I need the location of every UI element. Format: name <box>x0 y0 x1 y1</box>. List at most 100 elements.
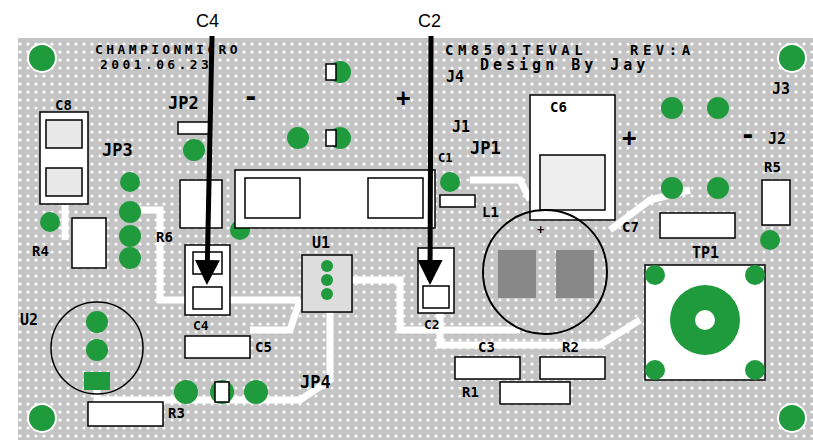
pad <box>645 360 665 380</box>
pad <box>745 265 765 285</box>
trace <box>440 300 640 345</box>
part-label: C7 <box>622 220 639 234</box>
connector-label: J1 <box>452 120 470 135</box>
pad <box>707 97 729 119</box>
pad <box>210 380 234 404</box>
pad-outline <box>215 382 229 402</box>
pad-outline <box>46 168 82 196</box>
part-label: TP1 <box>692 246 719 261</box>
part-label: R3 <box>168 406 185 420</box>
pads <box>40 61 780 404</box>
pad <box>119 201 141 223</box>
pad <box>661 97 683 119</box>
part-label: U1 <box>312 236 330 251</box>
capacitor-can <box>483 210 607 334</box>
polarity-mark: - <box>243 84 259 110</box>
callout-arrows <box>207 36 431 280</box>
switch-pad <box>670 285 740 355</box>
jumper-outline <box>178 122 210 134</box>
mounting-hole <box>778 404 806 432</box>
part-label: C2 <box>424 318 440 331</box>
regulator-outline <box>302 255 352 312</box>
connector-label: J4 <box>446 70 464 85</box>
callout-label: C2 <box>418 12 441 30</box>
pad-outline <box>540 155 605 210</box>
switch-hole <box>695 310 715 330</box>
inductor-outline <box>440 195 475 207</box>
transistor-outline <box>51 302 143 394</box>
pin <box>321 274 333 286</box>
board-name: CHAMPIONMICRO <box>95 43 241 56</box>
polarity-mark: + <box>537 224 544 236</box>
pad <box>707 177 729 199</box>
pad <box>183 139 205 161</box>
pad <box>86 339 108 361</box>
part-label: C4 <box>193 319 209 332</box>
switch-outline <box>645 265 765 380</box>
callout-label: C4 <box>196 12 219 30</box>
board-model: CM8501TEVAL <box>445 43 587 57</box>
part-label: R2 <box>562 340 579 354</box>
resistor-outline <box>762 180 790 225</box>
part-label: R5 <box>764 160 781 174</box>
board-date: 2001.06.23 <box>100 58 212 71</box>
resistor-outline <box>540 357 605 379</box>
pad <box>745 360 765 380</box>
pad-outline <box>193 287 222 309</box>
pad <box>498 250 536 298</box>
polarity-mark: + <box>396 86 410 110</box>
trace <box>470 180 530 200</box>
part-label: C8 <box>55 98 72 112</box>
polarity-mark: - <box>740 122 756 148</box>
pad <box>556 250 594 298</box>
pad <box>661 177 683 199</box>
component-outlines <box>40 64 790 426</box>
pad-outline <box>423 286 449 308</box>
part-label: C5 <box>255 340 272 354</box>
pad <box>119 247 141 269</box>
capacitor-outline <box>455 357 520 379</box>
component-details <box>51 210 765 394</box>
capacitor-outline <box>185 336 250 358</box>
pad-outline <box>245 178 300 218</box>
board <box>18 38 813 440</box>
pad <box>174 380 198 404</box>
mounting-hole <box>28 44 56 72</box>
pad-outline <box>368 178 423 218</box>
polarity-mark: + <box>622 126 636 150</box>
trace <box>352 280 520 330</box>
connector-label: J3 <box>772 82 790 97</box>
mounting-hole <box>778 44 806 72</box>
pad <box>40 212 60 232</box>
resistor-outline <box>180 180 222 228</box>
pad <box>287 127 309 149</box>
pad <box>86 311 108 333</box>
pad <box>645 265 665 285</box>
trace <box>62 205 69 240</box>
mounting-hole <box>28 404 56 432</box>
part-label: R4 <box>32 244 49 258</box>
trace <box>250 300 300 330</box>
capacitor-outline <box>660 213 735 238</box>
resistor-outline <box>72 218 106 268</box>
pad <box>760 230 780 250</box>
connector-label: J2 <box>768 132 786 147</box>
part-label: C6 <box>550 100 567 114</box>
resistor-outline <box>500 382 570 404</box>
pad-outline <box>46 120 82 148</box>
part-label: R1 <box>462 385 479 399</box>
part-label: C3 <box>478 340 495 354</box>
jumper-label: JP1 <box>470 140 501 157</box>
board-credit: Design By Jay <box>480 58 649 73</box>
corner-pads <box>28 44 806 432</box>
leader-arrow <box>430 36 431 280</box>
jumper-label: JP2 <box>168 95 199 112</box>
pin <box>321 260 333 272</box>
pad <box>244 380 268 404</box>
part-label: U2 <box>20 313 38 328</box>
pad-outline <box>326 64 336 80</box>
pad <box>120 172 140 192</box>
capacitor-outline <box>530 95 615 220</box>
pad <box>119 225 141 247</box>
